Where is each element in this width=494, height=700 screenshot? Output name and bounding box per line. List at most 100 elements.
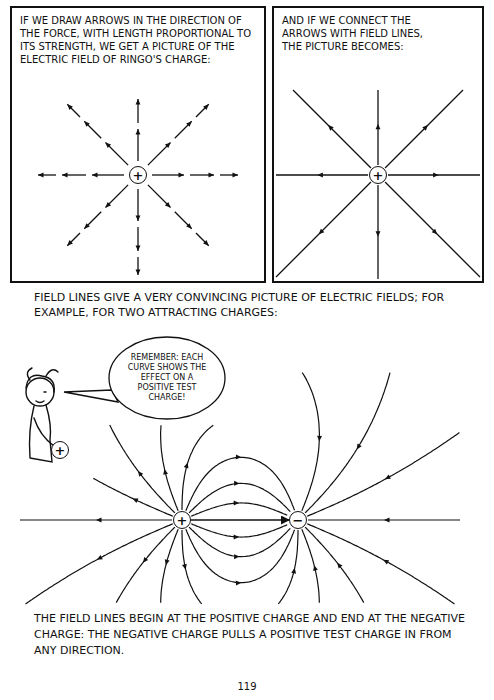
girl-body (30, 405, 53, 462)
field-line (26, 524, 173, 604)
field-line (293, 90, 371, 168)
charge-sign: + (177, 514, 188, 527)
arrowhead (136, 270, 141, 275)
arrowhead (236, 581, 242, 586)
arrowhead (317, 173, 322, 178)
caption-text: THE FIELD LINES BEGIN AT THE POSITIVE CH… (34, 611, 474, 659)
speech-bubble: REMEMBER: EACH CURVE SHOWS THE EFFECT ON… (108, 336, 226, 420)
force-arrow (148, 142, 171, 165)
arrowhead (138, 471, 143, 477)
arrowhead (236, 455, 242, 460)
force-arrow (148, 185, 171, 208)
caption-text: IF WE DRAW ARROWS IN THE DIRECTION OF TH… (20, 14, 262, 66)
arrowhead (38, 173, 43, 178)
arrowhead (383, 560, 389, 565)
arrowhead (67, 240, 73, 246)
arrowhead (337, 563, 342, 569)
field-line (161, 529, 179, 603)
field-line (189, 527, 290, 557)
field-line (189, 483, 290, 513)
field-line (93, 478, 173, 516)
bubble-tail (64, 390, 118, 402)
arrowhead (133, 498, 139, 503)
charge-circle: + (369, 166, 387, 184)
field-line (385, 182, 480, 277)
force-arrow (105, 142, 128, 165)
field-strokes (20, 90, 480, 604)
field-line (305, 527, 364, 603)
arrowhead (433, 173, 438, 178)
arrowhead (319, 229, 325, 235)
field-line (307, 433, 459, 517)
field-line (191, 524, 287, 537)
arrowhead (357, 444, 362, 450)
arrowhead (179, 173, 184, 178)
arrowhead (186, 223, 192, 229)
caption-text: FIELD LINES GIVE A VERY CONVINCING PICTU… (34, 290, 468, 320)
force-arrow (67, 233, 80, 246)
arrowhead (136, 129, 141, 134)
page-number: 119 (227, 681, 267, 693)
arrowhead (97, 555, 103, 560)
positive-charge: + (173, 511, 191, 529)
field-line (302, 373, 320, 511)
panel: IF WE DRAW ARROWS IN THE DIRECTION OF TH… (10, 6, 266, 283)
arrowhead (105, 142, 111, 148)
arrowhead (291, 568, 296, 574)
arrowhead (184, 463, 189, 469)
field-line (278, 530, 298, 604)
force-arrow (105, 185, 128, 208)
force-arrow (196, 104, 209, 117)
arrowhead (384, 518, 389, 523)
field-line (110, 425, 175, 513)
arrowhead (163, 469, 168, 475)
arrowhead (182, 564, 187, 570)
field-line (276, 182, 371, 277)
arrowhead (317, 436, 322, 442)
bubble-ellipse (109, 337, 225, 419)
force-arrow (84, 121, 101, 138)
field-line (307, 524, 454, 604)
force-arrow (67, 104, 80, 117)
arrowhead (209, 173, 214, 178)
bubble-text: REMEMBER: EACH CURVE SHOWS THE EFFECT ON… (123, 353, 211, 403)
arrowhead (105, 202, 111, 208)
arrowhead (92, 173, 97, 178)
force-arrow (196, 233, 209, 246)
field-line (302, 529, 320, 603)
charge-sign: + (373, 169, 384, 182)
girl-hair (26, 368, 58, 392)
arrowhead (234, 535, 239, 540)
force-arrow (175, 212, 192, 229)
arrowhead (186, 121, 192, 127)
arrowhead (376, 231, 381, 236)
arrowhead (136, 99, 141, 104)
field-line (385, 90, 463, 168)
force-arrow (84, 212, 101, 229)
field-line (182, 530, 202, 604)
arrowhead (234, 481, 240, 486)
field-line (305, 373, 390, 513)
arrowhead (432, 229, 438, 235)
arrowhead (234, 554, 240, 559)
negative-charge: − (289, 511, 307, 529)
girl-head (26, 378, 54, 406)
field-line-connector (191, 519, 289, 520)
force-arrow (175, 121, 192, 138)
arrowhead (143, 557, 148, 563)
arrowhead (203, 240, 209, 246)
arrowhead (96, 518, 101, 523)
arrowhead (203, 104, 209, 110)
charge-circle: + (129, 166, 147, 184)
field-line (186, 529, 295, 583)
arrowhead (313, 565, 318, 571)
arrowhead (84, 223, 90, 229)
field-line (191, 503, 287, 516)
arrowhead (165, 142, 171, 148)
arrowhead (67, 104, 73, 110)
test-charge: + (51, 441, 69, 459)
arrowhead (62, 173, 67, 178)
